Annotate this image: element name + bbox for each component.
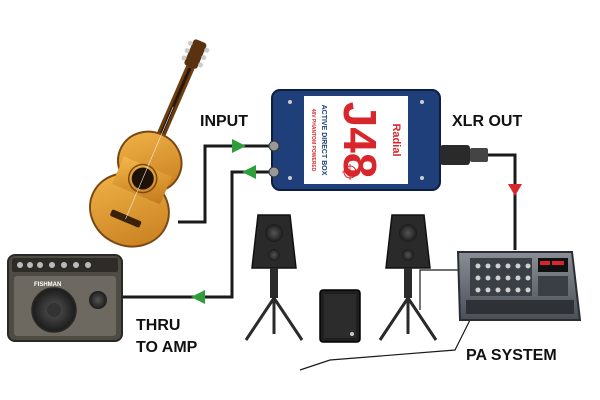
label-to-amp: TO AMP	[136, 339, 198, 356]
subwoofer-icon	[319, 289, 361, 343]
direct-box-subtitle: ACTIVE DIRECT BOX	[320, 105, 327, 176]
acoustic-guitar-icon	[89, 39, 210, 248]
label-xlr-out: XLR OUT	[452, 113, 522, 130]
label-thru: THRU	[136, 317, 180, 334]
pa-mixer-icon	[456, 251, 582, 321]
arrows	[191, 139, 522, 304]
direct-box-model: J48	[334, 102, 386, 179]
cable-xlr-to-pa	[488, 153, 517, 250]
labels: INPUT XLR OUT THRU TO AMP PA SYSTEM	[136, 113, 557, 364]
direct-box-brand: Radial	[390, 123, 402, 156]
direct-box-subtitle2: 48V PHANTOM POWERED	[310, 109, 316, 172]
cable-pa-to-sub	[299, 319, 471, 371]
speaker-right-icon	[378, 214, 438, 341]
label-pa-system: PA SYSTEM	[466, 347, 557, 364]
arrow-xlr-out-icon	[508, 184, 522, 196]
speaker-left-icon	[244, 214, 304, 341]
label-input: INPUT	[200, 113, 248, 130]
acoustic-amp-icon: FISHMAN	[7, 254, 123, 342]
direct-box-icon: J48 Radial ACTIVE DIRECT BOX 48V PHANTOM…	[268, 89, 488, 191]
arrow-to-amp-icon	[191, 290, 205, 304]
cable-pa-to-left-speaker	[419, 269, 458, 310]
amp-brand: FISHMAN	[34, 282, 61, 288]
arrow-input-icon	[232, 139, 246, 153]
arrow-thru-icon	[242, 165, 256, 179]
cable-guitar-to-input	[178, 144, 272, 224]
